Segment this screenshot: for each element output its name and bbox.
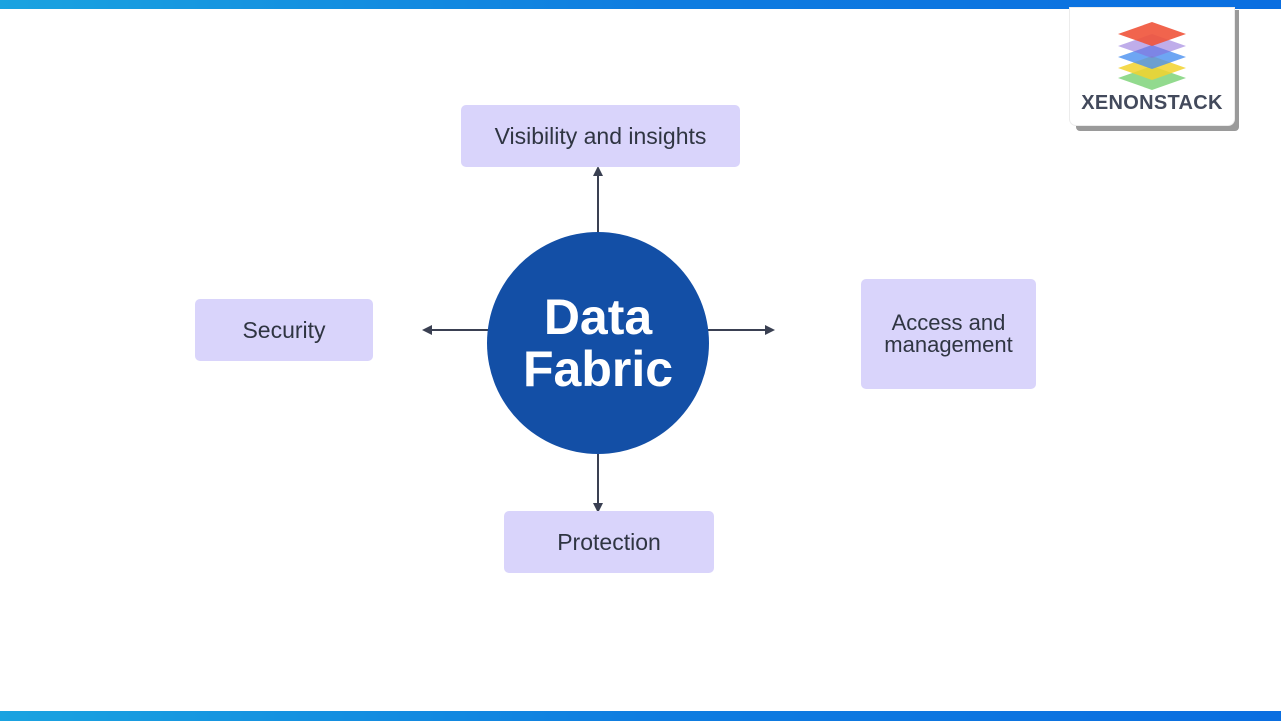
brand-logo: XENONSTACK <box>1070 8 1234 125</box>
stacked-layers-icon <box>1118 22 1186 90</box>
node-label: Visibility and insights <box>494 122 707 149</box>
node-protection: Protection <box>504 511 714 573</box>
node-label: Protection <box>557 528 661 555</box>
center-label: Data Fabric <box>522 289 674 397</box>
node-visibility-and-insights: Visibility and insights <box>461 105 740 167</box>
node-label: Security <box>242 316 326 343</box>
center-node-data-fabric: Data Fabric <box>487 232 709 454</box>
bottom-accent-bar <box>0 711 1281 721</box>
node-security: Security <box>195 299 373 361</box>
node-label: Access and management <box>884 310 1013 357</box>
brand-name: XENONSTACK <box>1081 92 1223 114</box>
node-access-and-management: Access and management <box>861 279 1036 389</box>
top-accent-bar <box>0 0 1281 9</box>
